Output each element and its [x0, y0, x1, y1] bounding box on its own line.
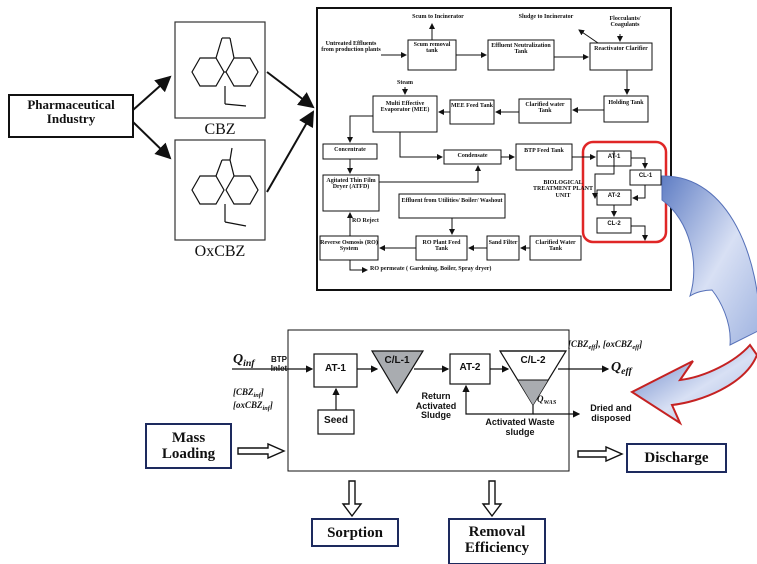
cl2-small-label: CL-2	[607, 221, 621, 227]
ro-permeate-label: RO permeate ( Gardening, Boiler, Spray d…	[370, 266, 492, 272]
scum-incinerator-label: Scum to Incinerator	[412, 14, 464, 20]
removal-label: Removal Efficiency	[464, 524, 530, 557]
at2-label: AT-2	[459, 362, 481, 373]
bio-unit-label: BIOLOGICAL TREATMENT PLANT UNIT	[533, 180, 593, 199]
utilities-label: Effluent from Utilities/ Boiler/ Washout	[401, 198, 503, 204]
steam-label: Steam	[397, 80, 413, 86]
q-was-label: QWAS	[537, 394, 557, 406]
return-sludge-label: Return Activated Sludge	[415, 391, 457, 421]
at2-small-label: AT-2	[607, 193, 621, 199]
cl1-small-label: CL-1	[638, 173, 653, 179]
ro-feed-label: RO Plant Feed Tank	[422, 240, 461, 253]
btp-feed-label: BTP Feed Tank	[524, 148, 564, 154]
btp-inlet-label: BTP Inlet	[270, 355, 288, 373]
flocculants-label: Flocculants/ Coagulants	[609, 16, 641, 29]
discharge-label: Discharge	[644, 450, 709, 466]
seed-label: Seed	[324, 415, 348, 426]
clarified-water2-label: Clarified Water Tank	[535, 240, 576, 253]
discharge-box	[626, 443, 727, 473]
waste-sludge-label: Activated Waste sludge	[485, 417, 555, 437]
at1-small-label: AT-1	[607, 154, 621, 160]
cl1-triangle	[370, 350, 425, 395]
mee-label: Multi Effective Evaporator (MEE)	[380, 101, 430, 114]
q-inf-label: Qinf	[233, 352, 255, 369]
concentrate-label: Concentrate	[334, 147, 366, 153]
hollow-arrow-right-1	[237, 442, 286, 460]
curved-arrow-shaft	[661, 175, 757, 346]
clarified-water-label: Clarified water Tank	[525, 102, 565, 115]
mee-feed-label: MEE Feed Tank	[450, 103, 493, 109]
at1-label: AT-1	[325, 363, 346, 374]
holding-label: Holding Tank	[608, 100, 644, 106]
untreated-label: Untreated Effluents from production plan…	[321, 41, 381, 54]
ro-reject-label: RO Reject	[352, 218, 379, 224]
cbz-eff-label: [CBZeff], [oxCBZeff]	[568, 339, 643, 351]
cl1-label: C/L-1	[384, 355, 410, 366]
sludge-incinerator-label: Sludge to Incinerator	[518, 14, 574, 20]
sand-filter-label: Sand Filter	[488, 240, 518, 246]
pharma-box	[8, 94, 134, 138]
sorption-label: Sorption	[327, 525, 383, 541]
oxcbz-inf-label: [oxCBZinf]	[233, 400, 273, 412]
cbz-label: CBZ	[204, 121, 236, 138]
removal-box	[448, 518, 546, 564]
hollow-arrow-down-2	[481, 480, 503, 518]
dried-label: Dried and disposed	[590, 403, 632, 423]
curved-arrow-head	[629, 343, 757, 426]
scum-tank-label: Scum removal tank	[413, 42, 451, 55]
condensate-label: Condensate	[457, 153, 488, 159]
mass-loading-box	[145, 423, 232, 469]
hollow-arrow-down-1	[341, 480, 363, 518]
neutralization-label: Effluent Neutralization Tank	[491, 43, 551, 56]
q-eff-label: Qeff	[611, 360, 632, 377]
oxcbz-structure	[174, 139, 266, 241]
cbz-inf-label: [CBZinf]	[233, 387, 264, 399]
clarifier-label: Reactivator Clarifier	[594, 46, 648, 52]
ro-system-label: Reverse Osmosis (RO) System	[320, 240, 378, 253]
atfd-label: Agitated Thin Film Dryer (ATFD)	[326, 178, 376, 191]
sorption-box	[311, 518, 399, 547]
cl2-label: C/L-2	[520, 355, 546, 366]
hollow-arrow-right-2	[577, 445, 624, 463]
oxcbz-label: OxCBZ	[194, 243, 246, 260]
cbz-structure	[174, 21, 266, 119]
pharma-label: Pharmaceutical Industry	[27, 97, 115, 127]
mass-loading-label: Mass Loading	[161, 430, 216, 463]
